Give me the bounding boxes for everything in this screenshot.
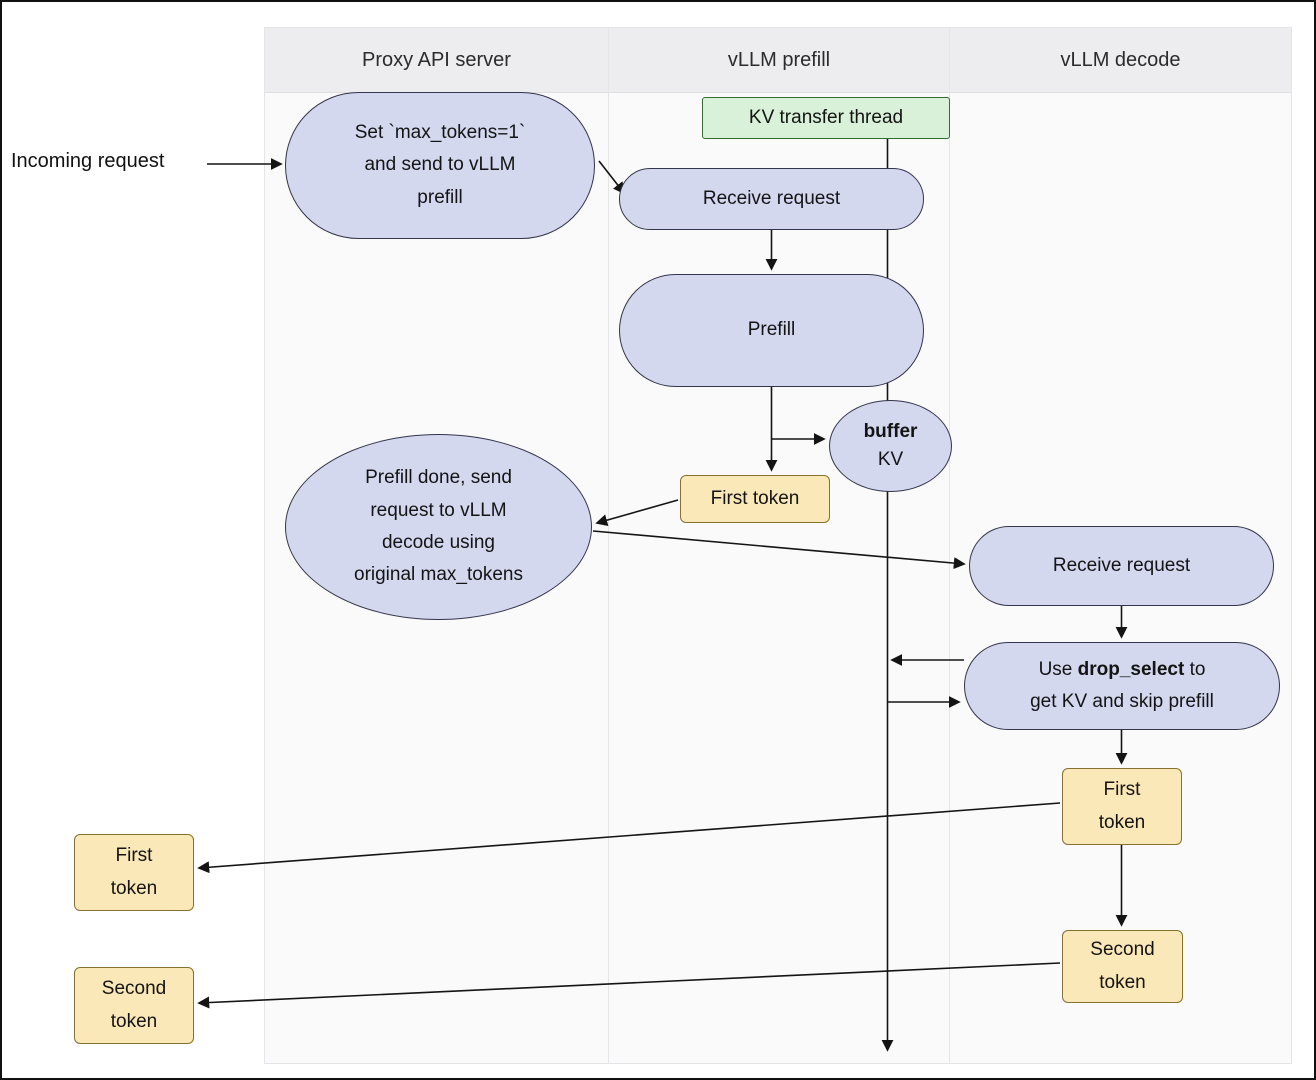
buffer-kv-label: KV (877, 449, 904, 470)
node-prefill: Prefill (619, 274, 924, 387)
lane-header-vllm-prefill: vLLM prefill (609, 28, 949, 93)
drop-select-bold: drop_select (1077, 658, 1185, 680)
lane-title-proxy-api-server: Proxy API server (362, 48, 511, 71)
node-receive-request-decode: Receive request (969, 526, 1274, 606)
arrow-prefill-done-to-decode-receive (592, 530, 966, 570)
lane-header-proxy-api-server: Proxy API server (265, 28, 608, 93)
lane-title-vllm-decode: vLLM decode (1060, 48, 1181, 71)
buffer-kv-bold-label: buffer (863, 420, 918, 442)
arrow-second-token-decode-to-output (197, 962, 1061, 1009)
drop-select-post: to (1184, 658, 1206, 680)
incoming-request-label: Incoming request (11, 150, 165, 172)
node-drop-select: Use drop_select to get KV and skip prefil… (964, 642, 1280, 730)
node-kv-transfer-thread: KV transfer thread (702, 97, 950, 139)
node-first-token-output: First token (74, 834, 194, 911)
node-first-token-prefill: First token (680, 475, 830, 523)
drop-select-pre: Use (1038, 658, 1078, 680)
node-set-max-tokens: Set `max_tokens=1` and send to vLLM pref… (285, 92, 595, 239)
node-first-token-decode: First token (1062, 768, 1182, 845)
lane-header-vllm-decode: vLLM decode (950, 28, 1291, 93)
node-second-token-output: Second token (74, 967, 194, 1044)
node-second-token-decode: Second token (1062, 930, 1183, 1003)
node-receive-request-prefill: Receive request (619, 168, 924, 230)
drop-select-line2: get KV and skip prefill (1030, 691, 1214, 712)
drop-select-line1: Use drop_select to (1039, 654, 1206, 686)
arrow-first-token-to-prefill-done (595, 499, 679, 526)
arrow-first-token-decode-to-output (197, 802, 1061, 874)
lane-title-vllm-prefill: vLLM prefill (727, 48, 831, 71)
node-prefill-done: Prefill done, send request to vLLM decod… (285, 434, 592, 620)
